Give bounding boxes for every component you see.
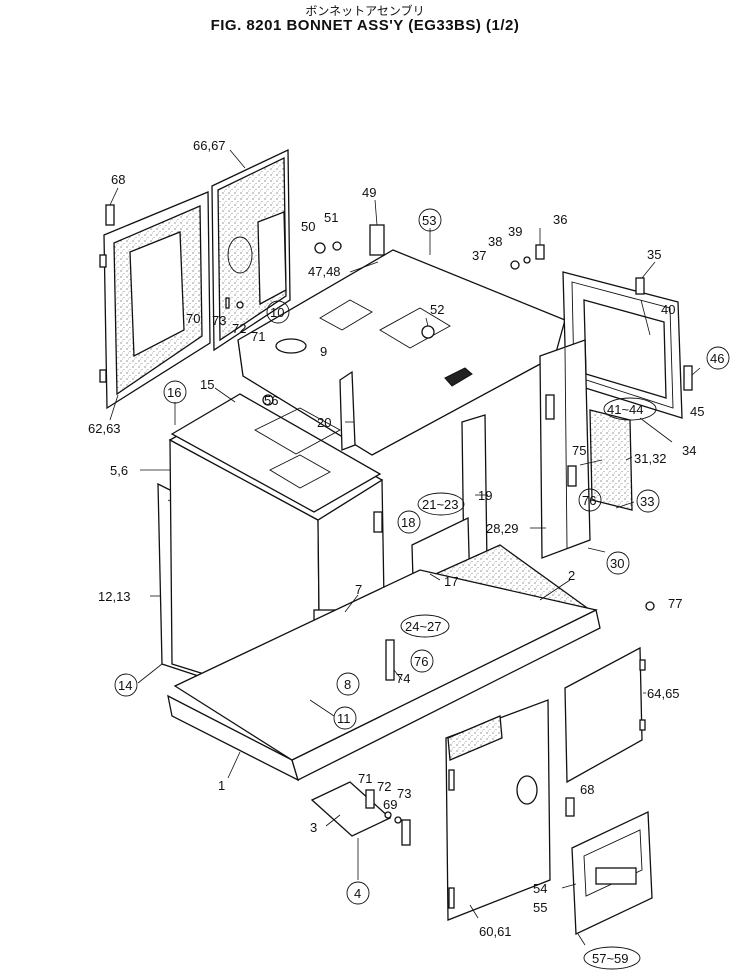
label-75: 75 (572, 443, 586, 458)
label-9: 9 (320, 344, 327, 359)
label-69: 69 (383, 797, 397, 812)
label-76b: 76 (414, 654, 428, 669)
top-plate-15 (170, 393, 382, 513)
label-35: 35 (647, 247, 661, 262)
diagram-title-japanese: ボンネットアセンブリ (305, 4, 425, 18)
left-door-62-63 (99, 191, 211, 410)
label-17: 17 (444, 574, 458, 589)
label-66-67: 66,67 (193, 138, 226, 153)
label-2: 2 (568, 568, 575, 583)
label-5-6: 5,6 (110, 463, 128, 478)
label-45: 45 (690, 404, 704, 419)
label-55: 55 (533, 900, 547, 915)
right-door-34 (562, 271, 683, 419)
label-49: 49 (362, 185, 376, 200)
label-15: 15 (200, 377, 214, 392)
label-76a: 76 (582, 493, 596, 508)
left-door-66-67 (211, 148, 291, 352)
label-73b: 73 (397, 786, 411, 801)
label-41-44: 41~44 (607, 402, 644, 417)
front-door-60-61 (445, 699, 551, 921)
label-50: 50 (301, 219, 315, 234)
label-18: 18 (401, 515, 415, 530)
label-34: 34 (682, 443, 696, 458)
label-53: 53 (422, 213, 436, 228)
label-4: 4 (354, 886, 361, 901)
callout-circles (114, 208, 730, 970)
label-39: 39 (508, 224, 522, 239)
label-72b: 72 (377, 779, 391, 794)
label-68-top: 68 (111, 172, 125, 187)
label-56: 56 (264, 393, 278, 408)
side-panel-31-32 (589, 409, 633, 511)
label-60-61: 60,61 (479, 924, 512, 939)
label-28-29: 28,29 (486, 521, 519, 536)
hardware-items (105, 204, 693, 846)
label-11: 11 (337, 711, 351, 726)
label-68-bottom: 68 (580, 782, 594, 797)
label-20: 20 (317, 415, 331, 430)
label-16: 16 (167, 385, 181, 400)
right-pillar-28-29 (539, 339, 591, 559)
side-door-64-65 (564, 646, 646, 784)
label-12-13: 12,13 (98, 589, 131, 604)
label-33: 33 (640, 494, 654, 509)
label-31-32: 31,32 (634, 451, 667, 466)
label-24-27: 24~27 (405, 619, 442, 634)
label-64-65: 64,65 (647, 686, 680, 701)
label-71b: 71 (358, 771, 372, 786)
label-38: 38 (488, 234, 502, 249)
label-54: 54 (533, 881, 547, 896)
label-70: 70 (186, 311, 200, 326)
label-3: 3 (310, 820, 317, 835)
part-number-labels: 66,67 68 49 50 51 53 36 39 38 37 35 47,4… (88, 138, 724, 966)
label-36: 36 (553, 212, 567, 227)
label-46: 46 (710, 351, 724, 366)
label-21-23: 21~23 (422, 497, 459, 512)
leader-lines (109, 149, 701, 946)
label-62-63: 62,63 (88, 421, 121, 436)
label-14: 14 (118, 678, 132, 693)
label-30: 30 (610, 556, 624, 571)
label-19: 19 (478, 488, 492, 503)
label-77: 77 (668, 596, 682, 611)
panel-54-55 (571, 810, 653, 936)
label-74: 74 (396, 671, 410, 686)
label-40: 40 (661, 302, 675, 317)
label-57-59: 57~59 (592, 951, 629, 966)
label-7: 7 (355, 582, 362, 597)
label-73a: 73 (212, 313, 226, 328)
label-47-48: 47,48 (308, 264, 341, 279)
label-1: 1 (218, 778, 225, 793)
label-52: 52 (430, 302, 444, 317)
top-cover-53 (237, 249, 566, 456)
label-72a: 72 (232, 321, 246, 336)
diagram-title: FIG. 8201 BONNET ASS'Y (EG33BS) (1/2) (210, 17, 520, 34)
label-8: 8 (344, 677, 351, 692)
label-10: 10 (270, 305, 284, 320)
label-37: 37 (472, 248, 486, 263)
label-51: 51 (324, 210, 338, 225)
label-71a: 71 (251, 329, 265, 344)
